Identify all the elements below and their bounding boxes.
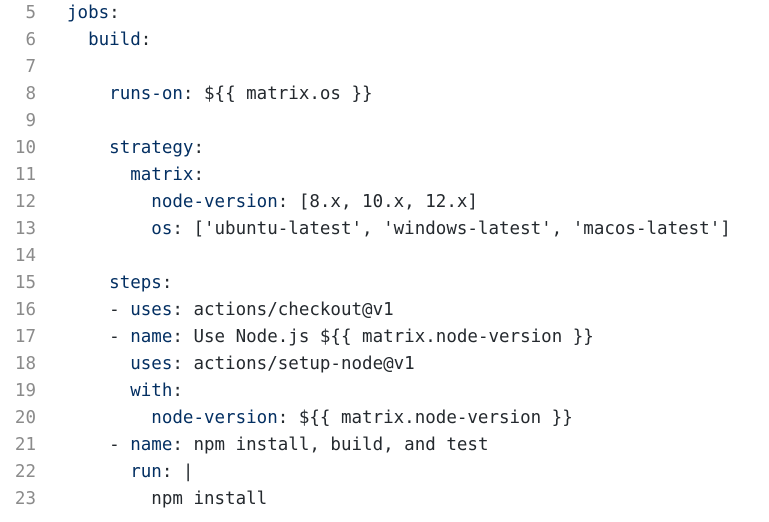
code-line: 23 npm install [0, 486, 769, 513]
line-number: 7 [25, 57, 36, 77]
yaml-key: name [130, 327, 173, 347]
code-line: 10 strategy: [0, 135, 769, 162]
line-number: 18 [14, 354, 36, 374]
yaml-key: jobs [67, 3, 110, 23]
line-number: 10 [14, 138, 36, 158]
line-number: 11 [14, 165, 36, 185]
line-content: - uses: actions/checkout@v1 [109, 300, 394, 320]
line-number: 15 [14, 273, 36, 293]
line-content: - name: npm install, build, and test [109, 435, 489, 455]
yaml-key: node-version [151, 408, 278, 428]
yaml-key: matrix [130, 165, 194, 185]
code-line: 15 steps: [0, 270, 769, 297]
line-number: 14 [14, 246, 36, 266]
yaml-value: npm install [151, 489, 268, 509]
line-number: 23 [14, 489, 36, 509]
code-line: 17 - name: Use Node.js ${{ matrix.node-v… [0, 324, 769, 351]
code-line: 8 runs-on: ${{ matrix.os }} [0, 81, 769, 108]
yaml-key: run [130, 462, 162, 482]
line-content: os: ['ubuntu-latest', 'windows-latest', … [151, 219, 731, 239]
code-line: 18 uses: actions/setup-node@v1 [0, 351, 769, 378]
yaml-key: name [130, 435, 173, 455]
line-content: run: | [130, 462, 194, 482]
code-line: 5 jobs: [0, 0, 769, 27]
yaml-value: ['ubuntu-latest', 'windows-latest', 'mac… [193, 219, 731, 239]
yaml-key: build [88, 30, 141, 50]
yaml-key: strategy [109, 138, 194, 158]
yaml-key: uses [130, 354, 173, 374]
code-line: 14 [0, 243, 769, 270]
line-content: node-version: [8.x, 10.x, 12.x] [151, 192, 478, 212]
line-number: 16 [14, 300, 36, 320]
yaml-value: | [182, 462, 194, 482]
line-number: 6 [25, 30, 36, 50]
code-line: 6 build: [0, 27, 769, 54]
line-number: 13 [14, 219, 36, 239]
code-line: 7 [0, 54, 769, 81]
yaml-key: runs-on [109, 84, 183, 104]
line-number: 8 [25, 84, 36, 104]
line-content: steps: [109, 273, 173, 293]
yaml-key: steps [109, 273, 162, 293]
code-line: 20 node-version: ${{ matrix.node-version… [0, 405, 769, 432]
line-number: 19 [14, 381, 36, 401]
line-number: 22 [14, 462, 36, 482]
code-line: 16 - uses: actions/checkout@v1 [0, 297, 769, 324]
yaml-value: Use Node.js ${{ matrix.node-version }} [193, 327, 594, 347]
yaml-key: with [130, 381, 173, 401]
line-number: 5 [25, 3, 36, 23]
code-line: 22 run: | [0, 459, 769, 486]
line-number: 9 [25, 111, 36, 131]
code-line: 11 matrix: [0, 162, 769, 189]
yaml-key: os [151, 219, 173, 239]
line-number: 17 [14, 327, 36, 347]
yaml-value: [8.x, 10.x, 12.x] [298, 192, 478, 212]
line-content: strategy: [109, 138, 204, 158]
line-content: matrix: [130, 165, 204, 185]
line-content: npm install [67, 486, 267, 513]
line-content: node-version: ${{ matrix.node-version }} [151, 408, 573, 428]
code-line: 13 os: ['ubuntu-latest', 'windows-latest… [0, 216, 769, 243]
yaml-value: actions/checkout@v1 [193, 300, 394, 320]
code-line: 19 with: [0, 378, 769, 405]
line-content: build: [88, 30, 152, 50]
yaml-key: uses [130, 300, 173, 320]
code-line: 21 - name: npm install, build, and test [0, 432, 769, 459]
yaml-key: node-version [151, 192, 278, 212]
code-line: 12 node-version: [8.x, 10.x, 12.x] [0, 189, 769, 216]
yaml-value: ${{ matrix.node-version }} [298, 408, 573, 428]
line-number: 21 [14, 435, 36, 455]
line-content: uses: actions/setup-node@v1 [130, 354, 415, 374]
yaml-value: npm install, build, and test [193, 435, 489, 455]
line-number: 12 [14, 192, 36, 212]
yaml-value: actions/setup-node@v1 [193, 354, 415, 374]
code-line: 9 [0, 108, 769, 135]
line-content: - name: Use Node.js ${{ matrix.node-vers… [109, 327, 594, 347]
line-content: with: [130, 381, 183, 401]
line-content: jobs: [67, 3, 120, 23]
yaml-value: ${{ matrix.os }} [204, 84, 373, 104]
line-number: 20 [14, 408, 36, 428]
line-content: runs-on: ${{ matrix.os }} [109, 84, 373, 104]
